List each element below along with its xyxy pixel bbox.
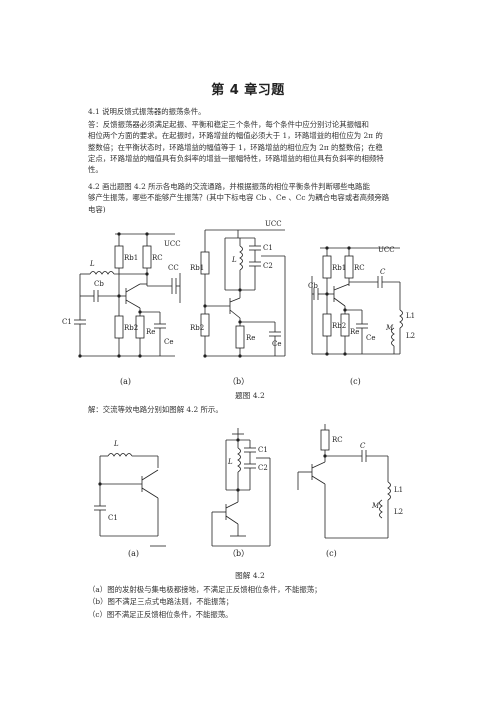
label-c-c: C [380,268,386,276]
label-cb-a: Cb [94,280,104,288]
label-rb2-b: Rb2 [190,324,204,332]
label-cb-c: Cb [308,282,318,290]
label-c1-a: C1 [62,318,72,326]
figure-4-2-caption: 题图 4.2 [235,391,265,400]
label-ucc-c: UCC [378,246,395,254]
label-l-b: L [231,256,237,264]
conclusions: （a）图的发射极与集电极都接地，不满足正反馈相位条件，不能振荡； （b）图不满足… [88,584,423,621]
label-rb1-b: Rb1 [190,264,204,272]
sol-label-c-c: C [360,442,366,450]
label-ce-a: Ce [164,338,174,346]
sol-label-c2-b: C2 [258,464,268,472]
label-l-a: L [89,260,95,268]
answer-line: 定点，环路增益的幅值具有负斜率的增益一振幅特性，环路增益的相位具有负斜率的相频特 [88,153,384,163]
figure-4-2-circuits: Rb1 RC UCC L CC Cb C1 Rb2 Re Ce UCC C1 L… [62,220,415,386]
label-c1-b: C1 [263,244,273,252]
sol-label-c1-b: C1 [258,446,268,454]
solution-4-2-caption: 图解 4.2 [235,571,265,580]
figure1-sub-a: (a) [120,377,131,386]
label-rb1-a: Rb1 [124,254,138,262]
question-line: 电容) [88,204,106,214]
figure1-sub-b: （b） [228,377,249,386]
question-line: 够产生振荡，哪些不能够产生振荡？(其中下标电容 Cb 、Ce 、Cc 为耦合电容… [88,193,390,203]
label-re-c: Re [350,328,359,336]
label-cc-a: CC [168,264,179,272]
label-c2-b: C2 [263,262,273,270]
figure2-sub-c: (c) [326,549,337,558]
label-l2-c: L2 [406,332,415,340]
sol-label-l-b: L [227,458,233,466]
question-4-2: 4.2 画出题图 4.2 所示各电路的交流通路，并根据振荡的相位平衡条件判断哪些… [88,181,423,215]
figure1-sub-c: (c) [350,377,361,386]
label-rb2-c: Rb2 [332,322,346,330]
sol-label-c1-a: C1 [108,514,118,522]
conclusion-b: （b）图不满足三点式电路法则，不能振荡； [88,597,234,607]
figure2-sub-b: （b） [228,549,249,558]
sol-label-l-a: L [113,440,119,448]
question-line: 4.2 画出题图 4.2 所示各电路的交流通路，并根据振荡的相位平衡条件判断哪些… [88,182,370,191]
label-re-b: Re [246,334,255,342]
label-l1-c: L1 [406,312,415,320]
answer-4-1: 答：反馈振荡器必须满足起振、平衡和稳定三个条件，每个条件中应分别讨论其振幅和 相… [88,119,423,175]
answer-line: 答：反馈振荡器必须满足起振、平衡和稳定三个条件，每个条件中应分别讨论其振幅和 [88,120,369,129]
answer-line: 性。 [88,165,103,175]
sol-label-l2-c: L2 [394,508,403,516]
figure2-sub-a: (a) [128,549,139,558]
conclusion-c: （c）图不满足正反馈相位条件，不能振荡。 [88,609,233,619]
label-m-c: M [385,324,394,332]
solution-intro: 解：交流等效电路分别如图解 4.2 所示。 [88,405,223,414]
label-re-a: Re [146,328,155,336]
label-ucc-b: UCC [265,220,282,228]
answer-line: 相位两个方面的要求。在起振时，环路增益的幅值必须大于 1，环路增益的相位应为 2… [88,131,383,141]
sol-label-l1-c: L1 [394,486,403,494]
question-4-1: 4.1 说明反馈式振荡器的振荡条件。 [88,107,206,116]
label-ucc-a: UCC [164,240,181,248]
label-rb1-c: Rb1 [332,264,346,272]
sol-label-rc-c: RC [332,436,343,444]
label-rc-c: RC [354,264,365,272]
page-title: 第 4 章习题 [211,83,285,98]
solution-4-2-circuits: L C1 C1 L C2 RC C L1 M L2 (a) （b） (c) [94,424,403,558]
label-rc-a: RC [152,254,163,262]
label-ce-c: Ce [366,334,376,342]
label-rb2-a: Rb2 [124,324,138,332]
conclusion-a: （a）图的发射极与集电极都接地，不满足正反馈相位条件，不能振荡； [88,585,322,594]
sol-label-m-c: M [371,502,380,510]
answer-line: 整数倍；在平衡状态时，环路增益的幅值等于 1，环路增益的相位应为 2π 的整数倍… [88,142,383,152]
label-ce-b: Ce [272,340,282,348]
